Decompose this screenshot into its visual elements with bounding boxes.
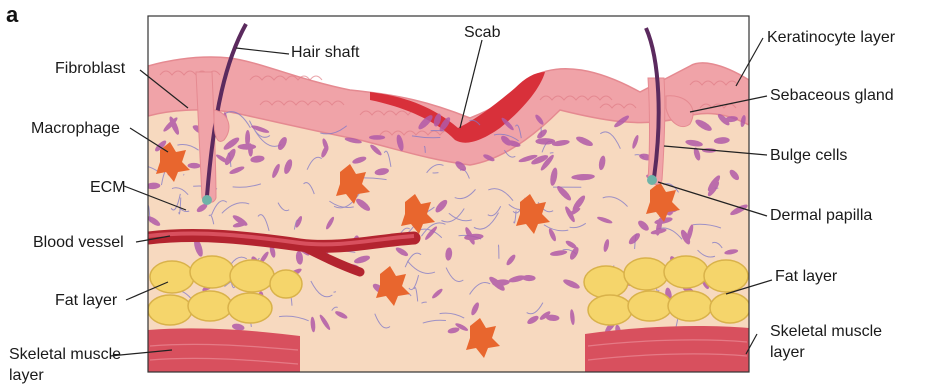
ecm-fiber: [333, 292, 335, 293]
label-ecm: ECM: [90, 179, 126, 197]
fibroblast-cell: [535, 138, 555, 145]
label-blood-vessel: Blood vessel: [33, 234, 124, 252]
label-fat-layer-left: Fat layer: [55, 292, 117, 310]
dermal-papilla-right: [647, 175, 657, 185]
skeletal-muscle-right: [585, 326, 749, 372]
label-keratinocyte-layer: Keratinocyte layer: [767, 29, 895, 47]
label-fat-layer-right: Fat layer: [775, 268, 837, 286]
label-bulge-cells: Bulge cells: [770, 147, 847, 165]
label-scab: Scab: [464, 24, 500, 42]
label-macrophage: Macrophage: [31, 120, 120, 138]
fibroblast-cell: [369, 135, 385, 140]
label-fibroblast: Fibroblast: [55, 60, 125, 78]
label-skeletal-muscle-right-1: Skeletal muscle: [770, 323, 882, 341]
label-skeletal-muscle-left-2: layer: [9, 367, 44, 385]
label-dermal-papilla: Dermal papilla: [770, 207, 872, 225]
label-skeletal-muscle-left-1: Skeletal muscle: [9, 346, 121, 364]
ecm-fiber: [498, 245, 499, 259]
label-skeletal-muscle-right-2: layer: [770, 344, 805, 362]
fibroblast-cell: [238, 144, 257, 150]
dermal-papilla-left: [202, 195, 212, 205]
label-sebaceous-gland: Sebaceous gland: [770, 87, 894, 105]
label-hair-shaft: Hair shaft: [291, 44, 359, 62]
